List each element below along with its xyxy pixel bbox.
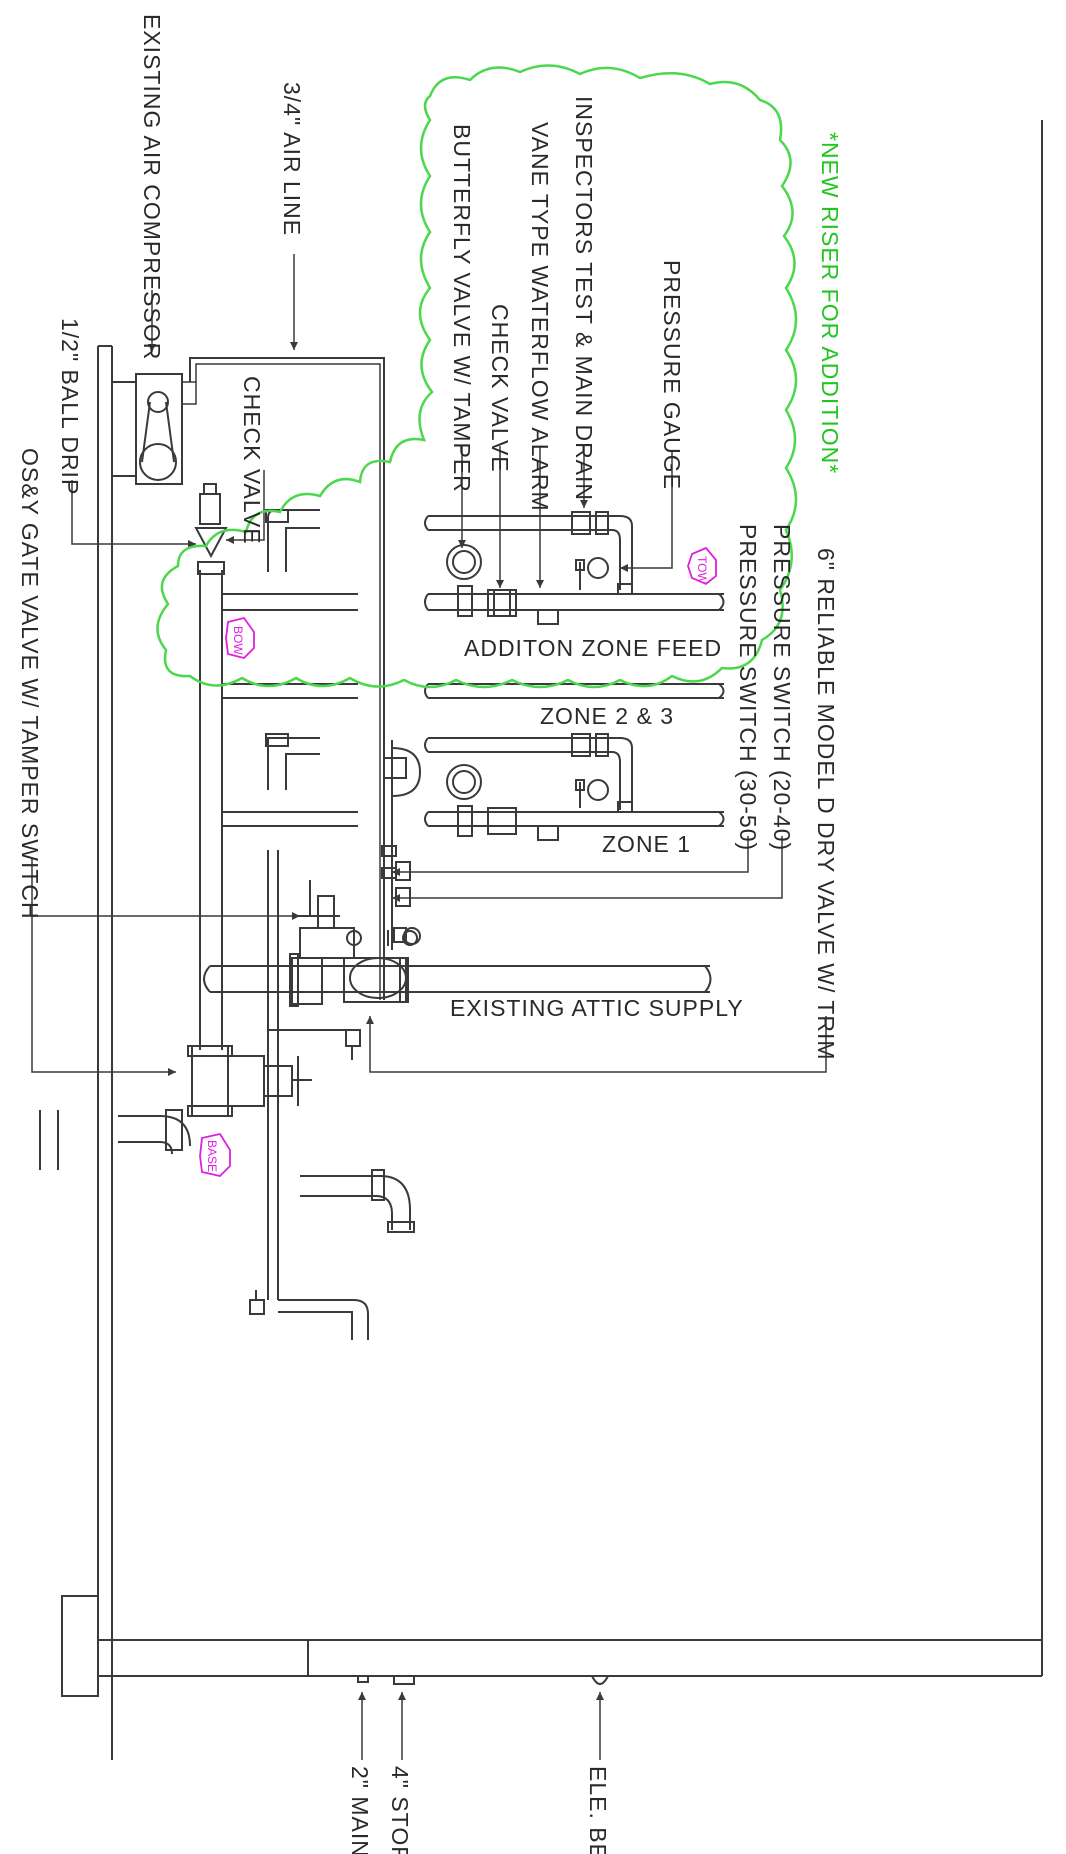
- tag-bow: BOW: [225, 616, 255, 659]
- label-ball-drip: 1/2" BALL DRIP: [57, 318, 83, 495]
- tag-base: BASE: [199, 1132, 231, 1177]
- svg-text:BOW: BOW: [231, 626, 245, 655]
- label-main-drain: 2" MAIN DRAIN: [347, 1766, 373, 1854]
- label-air-line: 3/4" AIR LINE: [279, 82, 305, 236]
- label-pressure-switch-1: PRESSURE SWITCH (20-40): [769, 524, 795, 851]
- label-inspectors-test: INSPECTORS TEST & MAIN DRAIN: [571, 96, 597, 501]
- dry-valve-assembly: [268, 880, 418, 1060]
- svg-text:BASE: BASE: [205, 1140, 219, 1172]
- label-existing-air-compressor: EXISTING AIR COMPRESSOR: [139, 14, 165, 360]
- os-y-gate-valve: [118, 1045, 312, 1155]
- label-new-riser: *NEW RISER FOR ADDITION*: [817, 132, 843, 474]
- label-vane-alarm: VANE TYPE WATERFLOW ALARM: [527, 122, 553, 512]
- main-riser-pipe: [194, 483, 712, 1300]
- air-compressor: [112, 357, 385, 1000]
- fdc-piping: [249, 1169, 609, 1685]
- label-os-y-gate-valve: OS&Y GATE VALVE W/ TAMPER SWITCH: [17, 448, 43, 920]
- addition-zone-piping: [424, 511, 725, 841]
- label-pressure-gauge: PRESSURE GAUGE: [659, 260, 685, 490]
- revision-cloud: [156, 64, 798, 689]
- label-pressure-switch-2: PRESSURE SWITCH (30-50): [735, 524, 761, 851]
- label-zone-1: ZONE 1: [602, 831, 691, 857]
- label-butterfly-valve: BUTTERFLY VALVE W/ TAMPER: [449, 124, 475, 493]
- svg-text:TOW: TOW: [695, 556, 709, 584]
- label-storz-fdc: 4" STORZ FDC: [387, 1766, 413, 1854]
- labels: EXISTING AIR COMPRESSOR 3/4" AIR LINE 1/…: [17, 14, 843, 1854]
- tag-tow: TOW: [687, 546, 717, 586]
- label-addition-zone: ADDITON ZONE FEED: [464, 635, 722, 661]
- building-structure: [39, 120, 1043, 1760]
- leader-arrows: [31, 254, 827, 1760]
- label-attic-supply: EXISTING ATTIC SUPPLY: [450, 995, 744, 1021]
- label-check-valve-right: CHECK VALVE: [487, 304, 513, 473]
- label-check-valve-left: CHECK VALVE: [239, 376, 265, 545]
- label-ele-bell: ELE. BELL: [585, 1766, 611, 1854]
- branch-stubs: [222, 593, 358, 827]
- trim-piping: [381, 740, 422, 950]
- label-dry-valve: 6" RELIABLE MODEL D DRY VALVE W/ TRIM: [813, 548, 839, 1061]
- label-zone-2-3: ZONE 2 & 3: [540, 703, 674, 729]
